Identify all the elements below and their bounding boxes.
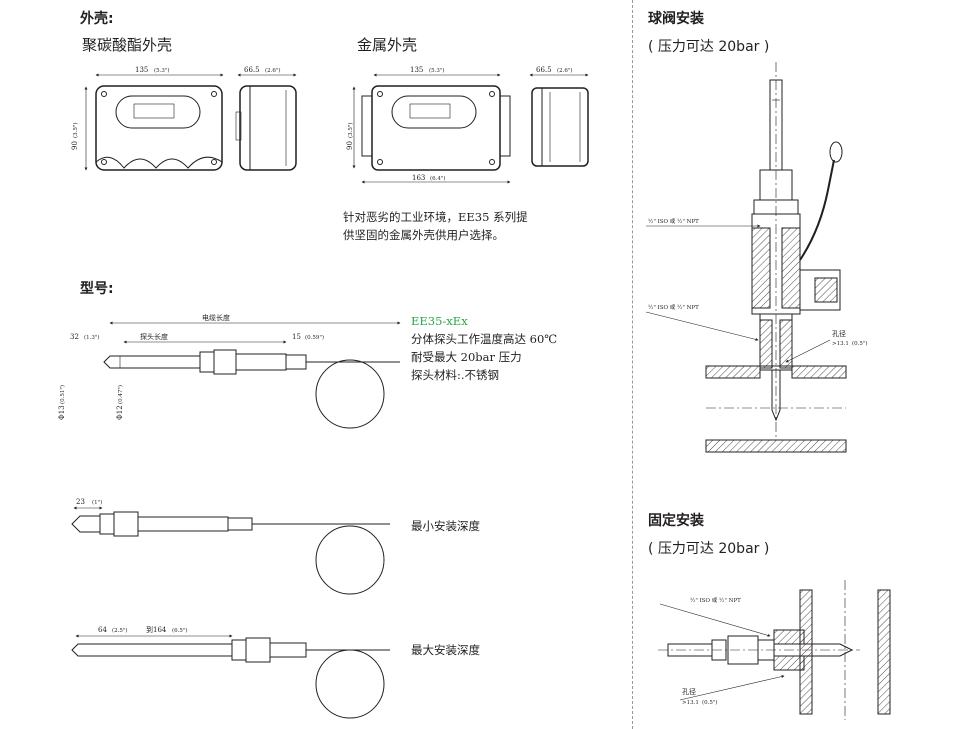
probe-model-drawing: 电缆长度 探头长度 32 (1.3") 15 (0.59") Φ13 (0.51… (58, 313, 401, 429)
bv-thread2: ½" ISO 或 ½" NPT (648, 303, 699, 311)
min-depth-label: 最小安装深度 (411, 519, 480, 533)
probe-min-drawing: 23 (1") (71, 498, 390, 595)
max-to: 到164 (146, 626, 167, 634)
bv-hole-label: 孔径 (832, 329, 846, 338)
poly-housing-front: 135 (5.3") 90 (3.5") (71, 66, 224, 171)
poly-depth-in: (2.6") (265, 67, 281, 74)
max-dim-in: (2.5") (112, 627, 128, 634)
fixed-hole-dim-in: (0.5") (702, 699, 718, 706)
model-name: EE35-xEx (411, 314, 468, 328)
probe-length-label: 探头长度 (140, 332, 168, 341)
model-desc-pressure: 耐受最大 20bar 压力 (411, 350, 522, 364)
poly-height-in: (3.5") (72, 122, 79, 138)
fixed-thread: ½" ISO 或 ½" NPT (690, 596, 741, 604)
max-depth-label: 最大安装深度 (411, 643, 480, 657)
ball-valve-heading: 球阀安装 (648, 11, 704, 27)
poly-width-in: (5.3") (154, 67, 170, 74)
dim-32-in: (1.3") (84, 334, 100, 341)
metal-housing-front: 135 (5.3") 90 (3.5") 163 (6.4") (346, 66, 511, 184)
bv-hole-dim-in: (0.5") (852, 340, 868, 347)
dim-32: 32 (70, 333, 79, 341)
metal-height-in: (3.5") (347, 122, 354, 138)
metal-housing-note: 针对恶劣的工业环境，EE35 系列提 供坚固的金属外壳供用户选择。 (343, 208, 528, 244)
model-heading: 型号: (80, 281, 114, 297)
fixed-hole-label: 孔径 (682, 687, 696, 696)
dia-12-in: (0.47") (117, 385, 124, 404)
column-divider (632, 0, 633, 729)
poly-width-dim: 135 (135, 66, 148, 74)
metal-housing-note-line2: 供坚固的金属外壳供用户选择。 (343, 228, 504, 242)
probe-max-drawing: 64 (2.5") 到164 (6.5") (71, 626, 390, 719)
bv-thread1: ½" ISO 或 ½" NPT (648, 217, 699, 225)
metal-depth-in: (2.6") (557, 67, 573, 74)
dia-12: Φ12 (116, 405, 124, 420)
dia-13-in: (0.51") (59, 385, 66, 404)
model-description: 分体探头工作温度高达 60℃ 耐受最大 20bar 压力 探头材料:.不锈钢 (411, 330, 557, 384)
metal-housing-note-line1: 针对恶劣的工业环境，EE35 系列提 (343, 210, 528, 224)
dim-15-in: (0.59") (305, 334, 324, 341)
fixed-pressure: ( 压力可达 20bar ) (648, 541, 770, 557)
fixed-heading: 固定安装 (648, 513, 704, 529)
metal-depth-dim: 66.5 (536, 66, 552, 74)
model-desc-temp: 分体探头工作温度高达 60℃ (411, 332, 558, 346)
ball-valve-drawing: ½" ISO 或 ½" NPT ½" ISO 或 ½" NPT 孔径 >13.1… (645, 62, 868, 453)
housing-heading: 外壳: (80, 11, 114, 27)
metal-housing-side: 66.5 (2.6") (529, 66, 589, 167)
min-dim: 23 (76, 498, 85, 506)
poly-housing-label: 聚碳酸酯外壳 (82, 36, 173, 54)
metal-width-dim: 135 (410, 66, 423, 74)
poly-depth-dim: 66.5 (244, 66, 260, 74)
fixed-hole-dim: >13.1 (682, 700, 699, 706)
metal-total-in: (6.4") (430, 175, 446, 182)
max-to-in: (6.5") (172, 627, 188, 634)
poly-housing-side: 66.5 (2.6") (235, 66, 297, 171)
ball-valve-pressure: ( 压力可达 20bar ) (648, 39, 770, 55)
dia-13: Φ13 (58, 405, 66, 420)
dim-15: 15 (292, 333, 301, 341)
poly-height-dim: 90 (71, 141, 79, 150)
metal-housing-label: 金属外壳 (357, 36, 418, 54)
max-dim: 64 (98, 626, 107, 634)
cable-length-label: 电缆长度 (202, 313, 230, 322)
metal-width-in: (5.3") (429, 67, 445, 74)
metal-height-dim: 90 (346, 141, 354, 150)
model-desc-material: 探头材料:.不锈钢 (411, 368, 500, 382)
bv-hole-dim: >13.1 (832, 341, 849, 347)
fixed-install-drawing: ½" ISO 或 ½" NPT 孔径 >13.1 (0.5") (658, 580, 891, 720)
metal-total-dim: 163 (412, 174, 425, 182)
min-dim-in: (1") (92, 499, 102, 506)
